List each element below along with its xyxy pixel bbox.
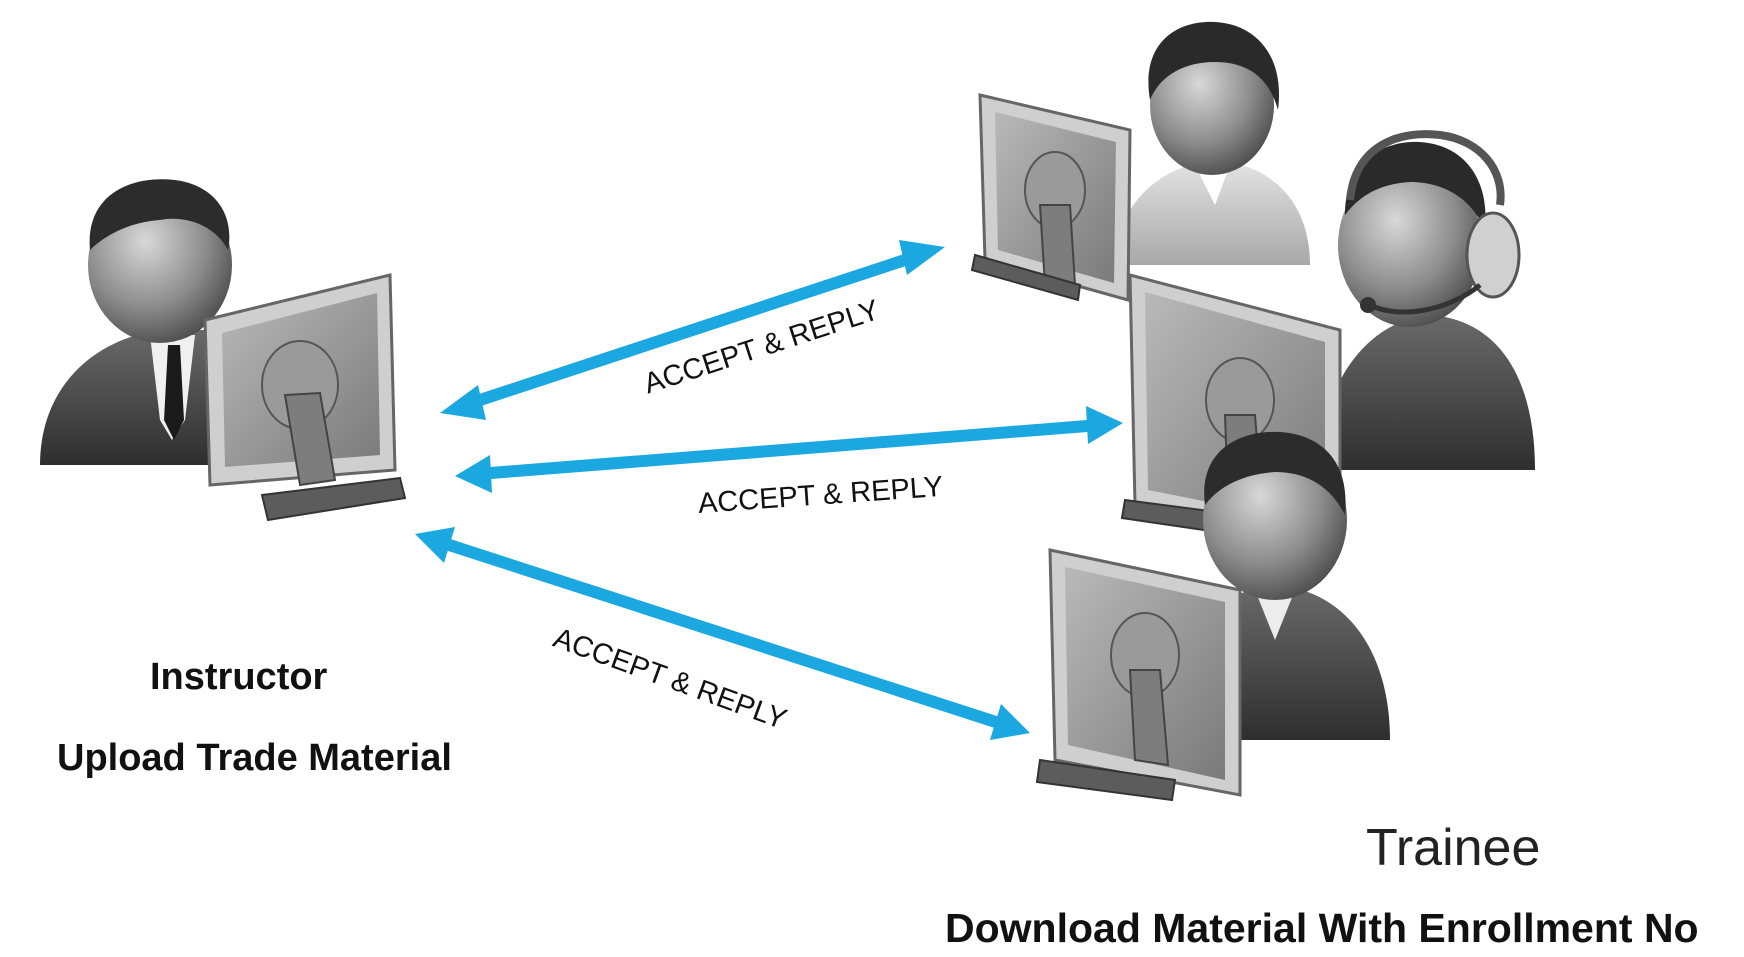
arrow-instructor-trainee-1 (440, 240, 945, 420)
arrows (415, 240, 1123, 740)
instructor-icon (40, 179, 407, 522)
trainee-headset-icon (1120, 130, 1535, 542)
instructor-subtitle: Upload Trade Material (57, 737, 452, 779)
trainee-title: Trainee (1366, 819, 1541, 877)
trainee-woman-monitor-icon (970, 93, 1132, 302)
trainee-man-monitor-icon (1035, 548, 1242, 802)
trainee-woman-icon (970, 21, 1310, 302)
instructor-title: Instructor (150, 656, 328, 698)
arrow-instructor-trainee-2 (455, 406, 1123, 493)
trainee-man-icon (1035, 431, 1390, 802)
arrow-instructor-trainee-3 (415, 527, 1030, 740)
trainee-subtitle: Download Material With Enrollment No (945, 905, 1699, 951)
headset-icon (1346, 130, 1521, 315)
instructor-monitor-icon (203, 273, 407, 522)
